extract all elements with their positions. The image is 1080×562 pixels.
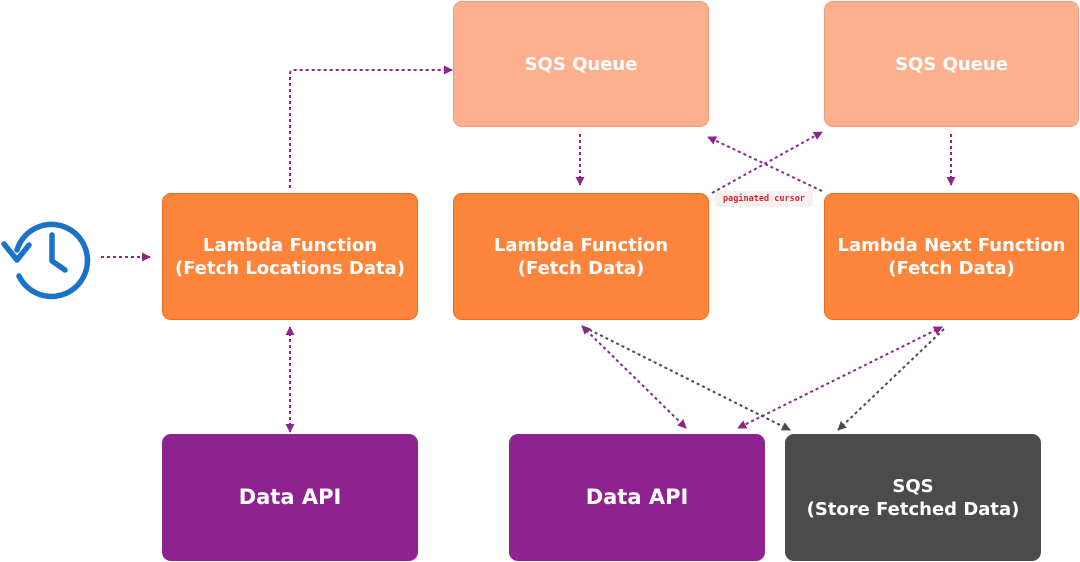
sqs-queue-1-label: SQS Queue — [524, 53, 638, 75]
lambda-fetch-data: Lambda Function (Fetch Data) — [453, 193, 709, 320]
data-api-2-label: Data API — [585, 485, 689, 509]
sqs-queue-2: SQS Queue — [824, 1, 1079, 127]
clock-history-icon — [1, 221, 91, 300]
lambda-fetch-data-title: Lambda Function — [493, 234, 669, 256]
edge-lambda-fetch-to-sqs-queue-2 — [711, 131, 823, 194]
lambda-fetch-locations: Lambda Function (Fetch Locations Data) — [162, 193, 418, 320]
lambda-fetch-data-subtitle: (Fetch Data) — [517, 257, 645, 279]
sqs-store-fetched-data: SQS (Store Fetched Data) — [785, 434, 1041, 561]
lambda-next-fetch-data-title: Lambda Next Function — [837, 234, 1066, 256]
sqs-store-subtitle: (Store Fetched Data) — [806, 498, 1020, 520]
lambda-next-fetch-data: Lambda Next Function (Fetch Data) — [824, 193, 1079, 320]
sqs-store-title: SQS — [892, 475, 934, 497]
paginated-cursor-label: paginated cursor — [715, 191, 813, 207]
edge-lambda-locations-to-sqs-queue-1 — [289, 65, 453, 188]
sqs-queue-2-label: SQS Queue — [895, 53, 1008, 75]
lambda-fetch-locations-title: Lambda Function — [202, 234, 378, 256]
lambda-fetch-locations-subtitle: (Fetch Locations Data) — [174, 257, 405, 279]
data-api-1: Data API — [162, 434, 418, 561]
edge-lambda-next-to-sqs-store — [837, 328, 945, 431]
edge-lambda-fetch-to-sqs-store — [583, 326, 791, 431]
sqs-queue-1: SQS Queue — [453, 1, 709, 127]
edge-lambda-fetch-data-api-2 — [581, 325, 687, 429]
data-api-2: Data API — [509, 434, 765, 561]
lambda-next-fetch-data-subtitle: (Fetch Data) — [888, 257, 1015, 279]
data-api-1-label: Data API — [238, 485, 342, 509]
edge-lambda-next-data-api-2 — [737, 326, 943, 429]
